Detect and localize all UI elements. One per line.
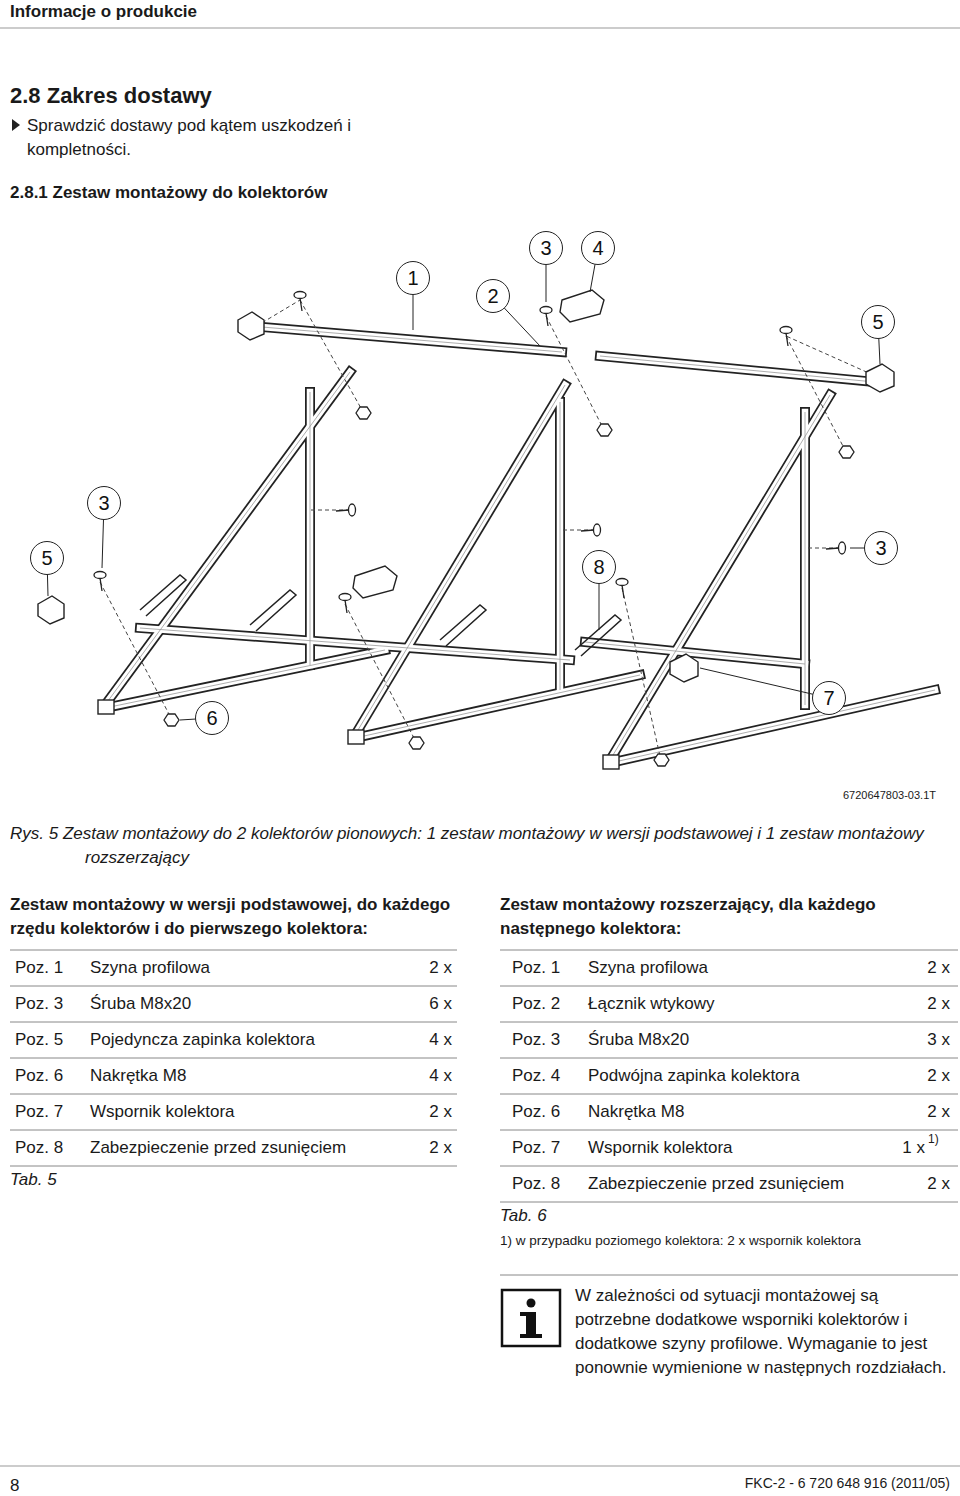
table-cell: Poz. 5	[15, 1028, 63, 1052]
collector-clips	[38, 290, 894, 682]
info-icon	[502, 1290, 560, 1346]
table-heading: Zestaw montażowy rozszerzający, dla każd…	[500, 893, 955, 941]
frame-rails	[105, 327, 935, 763]
section-title: 2.8 Zakres dostawy	[10, 82, 212, 110]
info-note: W zależności od sytuacji montażowej są p…	[575, 1284, 950, 1380]
table-cell: 2 x	[850, 956, 950, 980]
table-cell: Poz. 6	[512, 1100, 560, 1124]
table-cell: Poz. 1	[512, 956, 560, 980]
table-cell: Poz. 6	[15, 1064, 63, 1088]
callout-number: 1	[407, 267, 418, 289]
table-cell: 3 x	[850, 1028, 950, 1052]
callout-number: 2	[487, 285, 498, 307]
nuts	[164, 407, 854, 766]
callout-number: 3	[540, 237, 551, 259]
table-cell: 2 x	[850, 1100, 950, 1124]
table-cell: 6 x	[360, 992, 452, 1016]
screws	[94, 292, 846, 614]
table-cell: Poz. 8	[512, 1172, 560, 1196]
table-cell: Wspornik kolektora	[588, 1136, 733, 1160]
frame-feet	[98, 700, 619, 769]
table-cell: Podwójna zapinka kolektora	[588, 1064, 800, 1088]
document-code: FKC-2 - 6 720 648 916 (2011/05)	[600, 1474, 950, 1493]
footnote-mark: 1)	[928, 1131, 939, 1147]
footer-rule	[0, 1466, 960, 1467]
table-number: Tab. 5	[10, 1168, 57, 1192]
table-heading: Zestaw montażowy w wersji podstawowej, d…	[10, 893, 465, 941]
callout-number: 4	[592, 237, 603, 259]
callout-number: 5	[41, 547, 52, 569]
callout-number: 3	[98, 492, 109, 514]
table-cell: 2 x	[850, 992, 950, 1016]
table-cell: Wspornik kolektora	[90, 1100, 235, 1124]
table-cell: 2 x	[850, 1064, 950, 1088]
table-cell: Poz. 1	[15, 956, 63, 980]
callout-circle: 1	[396, 261, 430, 295]
callout-circle: 8	[582, 550, 616, 584]
callout-circle: 2	[476, 279, 510, 313]
table-cell: Śruba M8x20	[90, 992, 191, 1016]
table-cell: Poz. 3	[512, 1028, 560, 1052]
callout-number: 5	[872, 311, 883, 333]
table-cell: Poz. 7	[512, 1136, 560, 1160]
figure-caption: Rys. 5 Zestaw montażowy do 2 kolektorów …	[10, 822, 950, 870]
table-cell: Nakrętka M8	[588, 1100, 684, 1124]
table-cell: Poz. 3	[15, 992, 63, 1016]
callout-circle: 5	[30, 541, 64, 575]
callout-circle: 3	[87, 486, 121, 520]
table-cell: Łącznik wtykowy	[588, 992, 715, 1016]
page-header: Informacje o produkcie	[10, 0, 197, 24]
assembly-lines	[100, 300, 880, 756]
callout-circle: 4	[581, 231, 615, 265]
callout-number: 8	[593, 556, 604, 578]
table-cell: Poz. 8	[15, 1136, 63, 1160]
subsection-title: 2.8.1 Zestaw montażowy do kolektorów	[10, 181, 327, 205]
callout-number: 7	[823, 687, 834, 709]
table-cell: Szyna profilowa	[90, 956, 210, 980]
table-cell: 4 x	[360, 1064, 452, 1088]
table-number: Tab. 6	[500, 1204, 547, 1228]
instruction-text: Sprawdzić dostawy pod kątem uszkodzeń i …	[27, 114, 447, 162]
callout-circle: 6	[195, 701, 229, 735]
callout-circle: 5	[861, 305, 895, 339]
table-cell: 2 x	[360, 1136, 452, 1160]
table-cell: Poz. 4	[512, 1064, 560, 1088]
callout-circle: 3	[864, 531, 898, 565]
header-rule	[0, 28, 960, 29]
table-cell: Poz. 2	[512, 992, 560, 1016]
table-cell: Poz. 7	[15, 1100, 63, 1124]
footnote: 1) w przypadku poziomego kolektora: 2 x …	[500, 1232, 861, 1250]
table-cell: Zabezpieczenie przed zsunięciem	[588, 1172, 844, 1196]
table-cell: Nakrętka M8	[90, 1064, 186, 1088]
table-cell: 2 x	[850, 1172, 950, 1196]
table-rules	[10, 950, 958, 1275]
table-cell: Zabezpieczenie przed zsunięciem	[90, 1136, 346, 1160]
anti-slip-brackets	[140, 575, 621, 656]
table-cell: 1 x	[850, 1136, 925, 1160]
callout-number: 6	[206, 707, 217, 729]
callout-circle: 7	[812, 681, 846, 715]
page-number: 8	[10, 1474, 19, 1496]
table-cell: 2 x	[360, 1100, 452, 1124]
table-cell: 4 x	[360, 1028, 452, 1052]
table-cell: Szyna profilowa	[588, 956, 708, 980]
drawing-number: 6720647803-03.1T	[843, 788, 936, 803]
table-cell: 2 x	[360, 956, 452, 980]
table-cell: Śruba M8x20	[588, 1028, 689, 1052]
table-cell: Pojedyncza zapinka kolektora	[90, 1028, 315, 1052]
callout-circle: 3	[529, 231, 563, 265]
leader-lines	[47, 248, 881, 720]
callout-number: 3	[875, 537, 886, 559]
bullet-arrow	[12, 119, 20, 131]
